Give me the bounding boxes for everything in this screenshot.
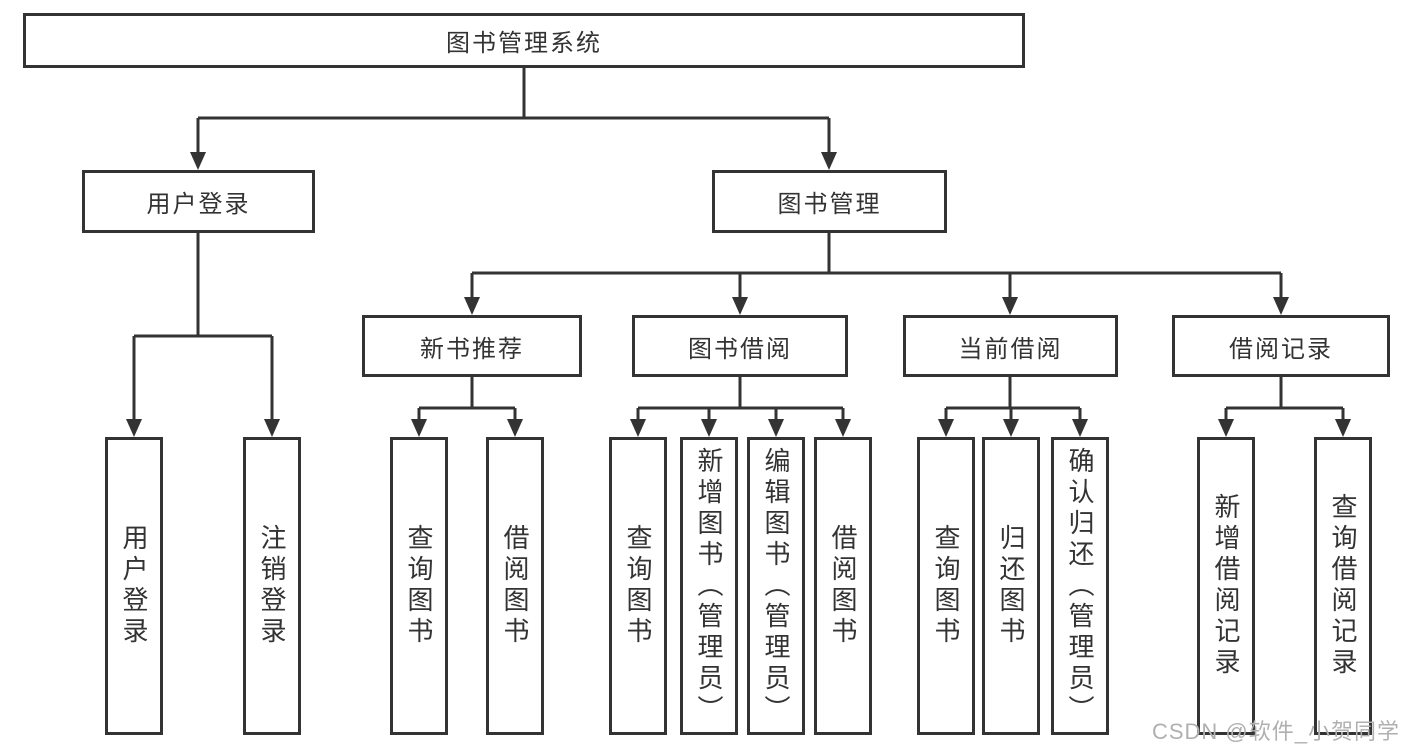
node-book-mgmt-label: 图书管理 xyxy=(777,191,882,218)
arrow-down-icon xyxy=(464,297,480,315)
connector-user-login-to-leaves xyxy=(132,233,274,419)
arrow-down-icon xyxy=(1003,419,1019,437)
leaf-add-borrow-record-label: 新增借阅记录 xyxy=(1211,493,1241,679)
leaf-confirm-return-admin-label: 确认归还（管理员） xyxy=(1065,446,1095,726)
leaf-logout: 注销登录 xyxy=(243,437,301,735)
leaf-add-book-admin: 新增图书（管理员） xyxy=(680,437,738,735)
leaf-query-borrow-record: 查询借阅记录 xyxy=(1314,437,1372,735)
arrow-down-icon xyxy=(768,419,784,437)
node-book-mgmt: 图书管理 xyxy=(712,170,947,233)
leaf-edit-book-admin-label: 编辑图书（管理员） xyxy=(761,446,791,726)
leaf-newbook-borrow-books: 借阅图书 xyxy=(486,437,544,735)
connector-new-book-to-leaves xyxy=(417,377,517,419)
node-new-book-rec-label: 新书推荐 xyxy=(420,335,524,363)
node-book-borrow: 图书借阅 xyxy=(632,315,848,377)
leaf-add-borrow-record: 新增借阅记录 xyxy=(1197,437,1255,735)
node-user-login-label: 用户登录 xyxy=(146,191,251,218)
node-borrow-records-label: 借阅记录 xyxy=(1229,335,1333,363)
leaf-borrow-query-books-label: 查询图书 xyxy=(623,524,653,648)
arrow-down-icon xyxy=(126,419,142,437)
leaf-logout-label: 注销登录 xyxy=(257,524,287,648)
connector-book-mgmt-to-level3 xyxy=(470,233,1283,297)
leaf-borrow-query-books: 查询图书 xyxy=(609,437,667,735)
arrow-down-icon xyxy=(1002,297,1018,315)
arrow-down-icon xyxy=(190,152,206,170)
arrow-down-icon xyxy=(1335,419,1351,437)
leaf-edit-book-admin: 编辑图书（管理员） xyxy=(747,437,805,735)
csdn-watermark: CSDN @软件_小贺同学 xyxy=(1151,719,1400,744)
arrow-down-icon xyxy=(1072,419,1088,437)
arrow-down-icon xyxy=(835,419,851,437)
arrow-down-icon xyxy=(507,419,523,437)
node-borrow-records: 借阅记录 xyxy=(1172,315,1390,377)
arrow-down-icon xyxy=(411,419,427,437)
arrow-down-icon xyxy=(264,419,280,437)
leaf-borrow-books-label: 借阅图书 xyxy=(828,524,858,648)
arrow-down-icon xyxy=(1218,419,1234,437)
leaf-user-login: 用户登录 xyxy=(105,437,163,735)
leaf-query-borrow-record-label: 查询借阅记录 xyxy=(1328,493,1358,679)
arrow-down-icon xyxy=(701,419,717,437)
node-current-borrow-label: 当前借阅 xyxy=(958,335,1063,363)
node-root-label: 图书管理系统 xyxy=(446,30,602,57)
connector-current-borrow-to-leaves xyxy=(944,377,1082,419)
leaf-newbook-query-books: 查询图书 xyxy=(390,437,448,735)
leaf-current-query-books: 查询图书 xyxy=(917,437,975,735)
leaf-borrow-books: 借阅图书 xyxy=(814,437,872,735)
arrow-down-icon xyxy=(630,419,646,437)
leaf-confirm-return-admin: 确认归还（管理员） xyxy=(1051,437,1109,735)
arrow-down-icon xyxy=(732,297,748,315)
node-current-borrow: 当前借阅 xyxy=(903,315,1118,377)
connector-root-to-level2 xyxy=(196,68,831,152)
node-book-borrow-label: 图书借阅 xyxy=(688,335,792,363)
leaf-newbook-query-books-label: 查询图书 xyxy=(404,524,434,648)
leaf-user-login-label: 用户登录 xyxy=(119,524,149,648)
leaf-return-books: 归还图书 xyxy=(982,437,1040,735)
leaf-add-book-admin-label: 新增图书（管理员） xyxy=(694,446,724,726)
leaf-newbook-borrow-books-label: 借阅图书 xyxy=(500,524,530,648)
arrow-down-icon xyxy=(938,419,954,437)
node-user-login: 用户登录 xyxy=(82,170,315,233)
leaf-current-query-books-label: 查询图书 xyxy=(931,524,961,648)
connector-book-borrow-to-leaves xyxy=(636,377,845,419)
node-root-system: 图书管理系统 xyxy=(23,13,1025,68)
arrow-down-icon xyxy=(821,152,837,170)
leaf-return-books-label: 归还图书 xyxy=(996,524,1026,648)
node-new-book-rec: 新书推荐 xyxy=(362,315,582,377)
arrow-down-icon xyxy=(1273,297,1289,315)
connector-borrow-records-to-leaves xyxy=(1224,377,1345,419)
